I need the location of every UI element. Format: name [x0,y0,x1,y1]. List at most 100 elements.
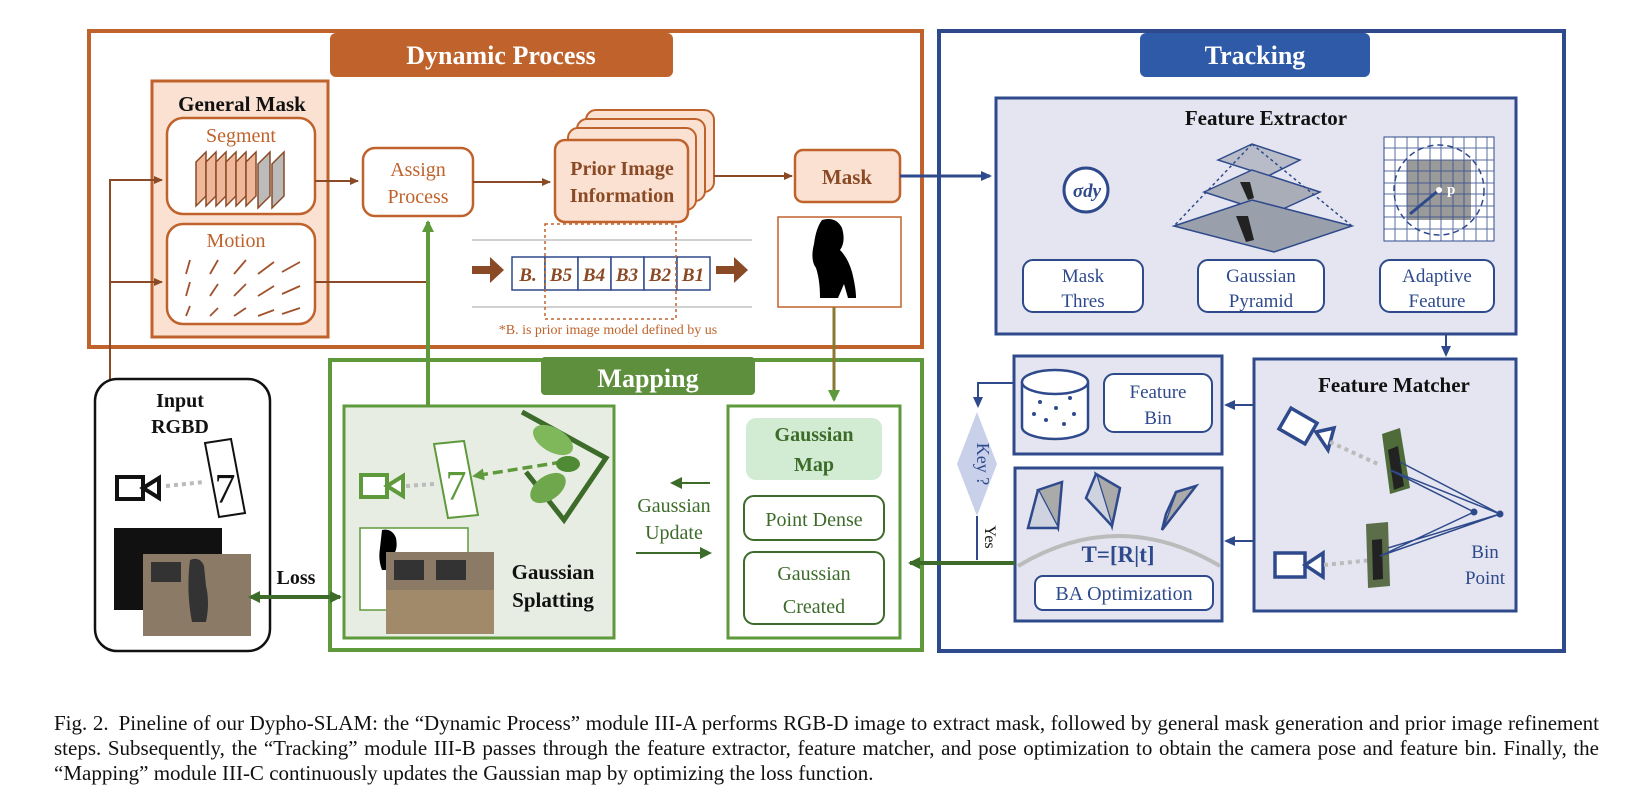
mask-thres-line2: Thres [1061,291,1104,312]
bin-point-line2: Point [1465,568,1506,589]
queue-in-arrow [472,257,504,283]
input-title-line1: Input [156,390,204,412]
sigma-dy-label: σdy [1073,181,1102,202]
mapping-title: Mapping [597,364,698,393]
loss-label: Loss [277,567,316,589]
gaussian-map-line1: Gaussian [775,424,854,446]
assign-process-line2: Process [387,186,448,208]
ba-optimization-label: BA Optimization [1055,583,1192,605]
input-camera-icon [115,474,161,502]
matcher-lines [1379,461,1501,557]
gaussian-created-line1: Gaussian [777,563,850,585]
splatting-rgb-monitor-1 [394,560,424,580]
prior-image-line2: Information [570,185,674,207]
input-plane-glyph: 7 [215,467,236,513]
tracking-module: Tracking Feature Extractor σdy [900,29,1566,653]
feature-extractor-label: Feature Extractor [1185,106,1347,130]
prior-image-line1: Prior Image [570,158,674,180]
matcher-ray-top [1329,440,1381,467]
ba-optimization-box [1034,575,1214,611]
sigma-dy-icon [1062,166,1110,214]
caption-text: Pineline of our Dypho-SLAM: the “Dynamic… [54,711,1600,785]
point-dense-box [743,495,885,541]
mapping-title-tab [541,357,755,395]
adaptive-feature-line2: Feature [1409,291,1466,312]
input-camera-ray [165,480,205,488]
dynamic-process-module: Dynamic Process General Mask Segment Mot… [87,29,924,380]
feature-matcher-label: Feature Matcher [1318,373,1470,397]
queue-cell-b5: B5 [549,265,573,286]
mask-thres-box [1022,259,1144,313]
point-dense-label: Point Dense [765,509,862,531]
queue-cell-b4: B4 [582,265,605,286]
gaussian-update-line1: Gaussian [637,495,710,517]
queue-cells [511,256,711,291]
matcher-camera-bottom-icon [1273,549,1325,581]
motion-label: Motion [207,230,266,252]
prior-image-stack [553,109,715,224]
gaussian-pyramid-icon [1171,143,1355,253]
pose-formula: T=[R|t] [1081,542,1154,567]
queue-cell-b2: B2 [648,265,672,286]
gaussian-splatting-line1: Gaussian [512,560,595,584]
input-rgb-monitor [151,562,181,582]
key-decision-diamond [957,412,997,516]
gaussian-blob-2 [530,472,566,504]
adaptive-feature-line1: Adaptive [1402,266,1472,287]
bin-point-dot-1 [1470,508,1478,516]
matcher-patch-top [1382,428,1410,494]
tracking-title: Tracking [1205,41,1306,70]
feature-bin-line1: Feature [1130,382,1187,403]
key-yes-label: Yes [981,525,998,548]
matcher-ray-bottom [1323,558,1373,567]
ba-trajectory-arc [1016,534,1222,568]
matcher-camera-top-icon [1276,405,1337,455]
gaussian-pyramid-box [1197,259,1325,313]
input-title-line2: RGBD [151,416,209,438]
queue-cell-prior: B. [518,265,536,286]
splatting-rgb-desk [386,590,494,634]
feature-bin-line2: Bin [1144,408,1172,429]
gaussian-blob-1 [533,424,573,456]
database-icon [1020,368,1090,441]
bin-to-key-arrow [973,382,1014,408]
gaussian-created-box [743,551,885,625]
segment-label: Segment [206,125,276,147]
queue-out-arrow [716,257,748,283]
splatting-camera-icon [359,472,405,500]
gaussian-map-line2: Map [794,454,834,476]
matcher-patch-bottom [1366,522,1390,588]
gaussian-blob-3 [556,456,580,472]
grid-point-label: p [1447,182,1455,198]
adaptive-grid-icon [1383,136,1495,242]
general-mask-label: General Mask [178,92,306,116]
gaussian-update-line2: Update [645,522,703,544]
bin-point-dot-2 [1496,510,1504,518]
tracking-title-tab [1140,33,1370,77]
splatting-plane-glyph: 7 [446,464,467,510]
mask-silhouette [812,219,856,298]
figure-caption: Fig. 2.Pineline of our Dypho-SLAM: the “… [54,711,1599,786]
motion-box [165,222,317,326]
queue-footnote: *B. is prior image model defined by us [499,323,718,338]
input-rgbd-module: Input RGBD 7 Loss [93,377,342,653]
assign-process-line1: Assign [390,159,446,181]
adaptive-feature-box [1379,259,1495,313]
input-image-plane [203,437,247,519]
input-rgb-person [188,558,208,622]
motion-vectors-icon [185,259,301,317]
gaussian-created-line2: Created [783,596,845,618]
queue-highlight-box [544,223,677,320]
gaussian-pyramid-line2: Pyramid [1229,291,1294,312]
splatting-rgb-monitor-2 [436,560,466,580]
segment-layers-icon [195,150,285,210]
mapping-module: Mapping 7 Gaussian Splatting Gaussian Up… [328,220,1015,652]
dynamic-process-title-tab [330,33,673,77]
feature-bin-box [1103,373,1213,433]
mask-label: Mask [822,165,872,189]
caption-label: Fig. 2. [54,711,109,735]
key-decision-label: Key ? [973,443,993,485]
dynamic-process-title: Dynamic Process [406,41,595,70]
gaussian-map-box [746,418,882,480]
gaussian-pyramid-line1: Gaussian [1226,266,1296,287]
